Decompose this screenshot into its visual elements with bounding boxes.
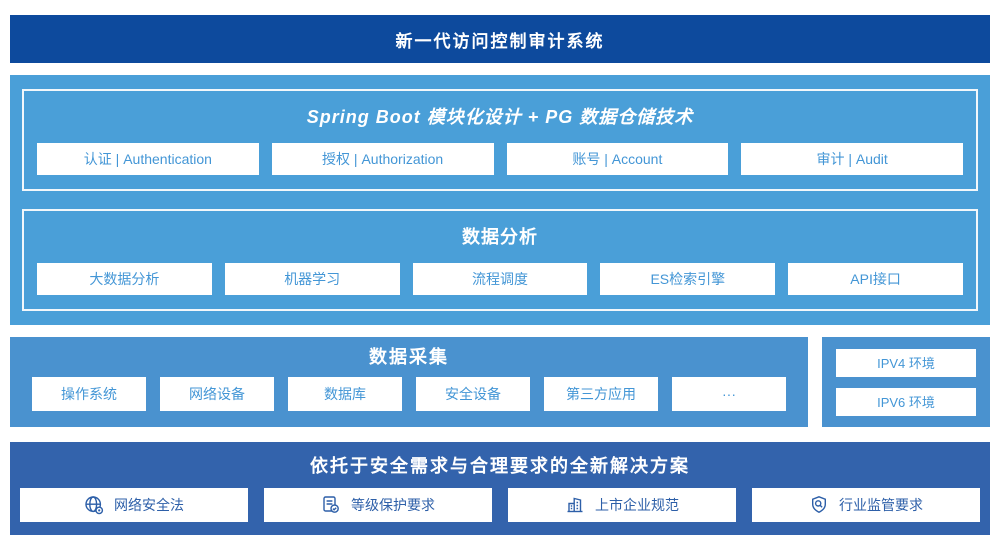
block-third-party-app: 第三方应用 bbox=[544, 377, 658, 411]
building-icon bbox=[565, 495, 585, 515]
solution-label: 网络安全法 bbox=[114, 497, 184, 513]
solution-label: 行业监管要求 bbox=[839, 497, 923, 513]
collection-row: 数据采集 操作系统 网络设备 数据库 安全设备 第三方应用 ··· IPV4 环… bbox=[10, 337, 990, 427]
block-bigdata-analysis: 大数据分析 bbox=[37, 263, 212, 295]
block-authentication: 认证 | Authentication bbox=[37, 143, 259, 175]
ip-environment-panel: IPV4 环境 IPV6 环境 bbox=[822, 337, 990, 427]
data-analysis-button-row: 大数据分析 机器学习 流程调度 ES检索引擎 API接口 bbox=[37, 263, 963, 295]
solution-label: 上市企业规范 bbox=[595, 497, 679, 513]
block-more-ellipsis: ··· bbox=[672, 377, 786, 411]
data-analysis-title: 数据分析 bbox=[462, 227, 538, 247]
solution-panel: 依托于安全需求与合理要求的全新解决方案 网络安全法 bbox=[10, 442, 990, 535]
spring-boot-button-row: 认证 | Authentication 授权 | Authorization 账… bbox=[37, 143, 963, 175]
block-ipv6-environment: IPV6 环境 bbox=[836, 387, 976, 416]
block-operating-system: 操作系统 bbox=[32, 377, 146, 411]
document-check-icon bbox=[321, 495, 341, 515]
globe-network-icon bbox=[84, 495, 104, 515]
block-network-device: 网络设备 bbox=[160, 377, 274, 411]
block-ipv4-environment: IPV4 环境 bbox=[836, 348, 976, 377]
block-account: 账号 | Account bbox=[506, 143, 729, 175]
data-collection-title: 数据采集 bbox=[369, 347, 449, 367]
data-analysis-module-box: 数据分析 大数据分析 机器学习 流程调度 ES检索引擎 API接口 bbox=[22, 209, 978, 311]
block-industry-supervision: 行业监管要求 bbox=[752, 488, 980, 522]
solution-label: 等级保护要求 bbox=[351, 497, 435, 513]
block-network-security-law: 网络安全法 bbox=[20, 488, 248, 522]
block-security-device: 安全设备 bbox=[416, 377, 530, 411]
block-machine-learning: 机器学习 bbox=[224, 263, 400, 295]
block-database: 数据库 bbox=[288, 377, 402, 411]
header-bar: 新一代访问控制审计系统 bbox=[10, 15, 990, 63]
block-es-search-engine: ES检索引擎 bbox=[600, 263, 776, 295]
block-authorization: 授权 | Authorization bbox=[271, 143, 494, 175]
page-title: 新一代访问控制审计系统 bbox=[395, 31, 605, 51]
data-collection-panel: 数据采集 操作系统 网络设备 数据库 安全设备 第三方应用 ··· bbox=[10, 337, 808, 427]
solution-button-row: 网络安全法 等级保护要求 上 bbox=[20, 488, 980, 522]
block-graded-protection: 等级保护要求 bbox=[264, 488, 492, 522]
spring-boot-title: Spring Boot 模块化设计 + PG 数据仓储技术 bbox=[306, 107, 694, 127]
block-audit: 审计 | Audit bbox=[741, 143, 963, 175]
data-collection-button-row: 操作系统 网络设备 数据库 安全设备 第三方应用 ··· bbox=[32, 377, 786, 411]
block-workflow-scheduling: 流程调度 bbox=[412, 263, 588, 295]
solution-title: 依托于安全需求与合理要求的全新解决方案 bbox=[310, 456, 690, 476]
shield-search-icon bbox=[809, 495, 829, 515]
platform-panel: Spring Boot 模块化设计 + PG 数据仓储技术 认证 | Authe… bbox=[10, 75, 990, 325]
block-api-interface: API接口 bbox=[788, 263, 963, 295]
block-listed-company-standard: 上市企业规范 bbox=[508, 488, 736, 522]
spring-boot-module-box: Spring Boot 模块化设计 + PG 数据仓储技术 认证 | Authe… bbox=[22, 89, 978, 191]
